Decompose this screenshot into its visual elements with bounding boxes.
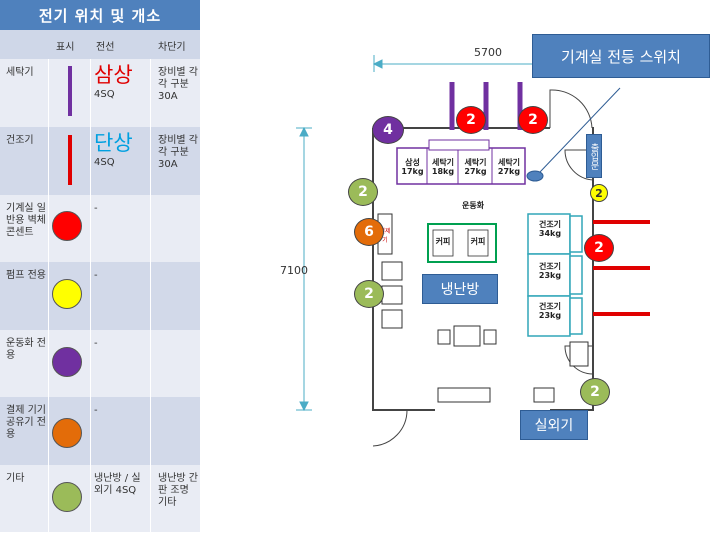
marker-green-2: 2 (348, 178, 378, 206)
marker-green-2: 2 (580, 378, 610, 406)
legend-label: 기계실 일반용 벽체 콘센트 (6, 203, 46, 238)
marker-purple-4: 4 (372, 116, 404, 144)
legend-table: 전기 위치 및 개소 표시 전선 차단기 세탁기 삼상 4SQ 장비별 각각 구… (0, 0, 200, 532)
table-item-label: 커피 (470, 237, 486, 246)
legend-row-washer: 세탁기 삼상 4SQ 장비별 각각 구분 30A (0, 59, 200, 127)
legend-label: 결제 기기 공유기 전용 (6, 405, 46, 440)
width-dimension: 5700 (474, 46, 502, 59)
bottom-benches (437, 387, 555, 403)
lounge-table (437, 325, 497, 347)
light-switch (526, 170, 544, 182)
machine-unit (569, 341, 589, 367)
marker-green-2: 2 (354, 280, 384, 308)
floor-plan-drawing (296, 55, 650, 447)
height-dimension-line (296, 126, 312, 412)
wire-phase: 단상 (94, 131, 133, 155)
legend-row-pump: 펌프 전용 - (0, 262, 200, 330)
light-switch-callout: 기계실 전등 스위치 (532, 34, 710, 78)
outdoor-unit-callout: 실외기 (520, 410, 588, 440)
legend-row-kiosk: 결제 기기 공유기 전용 - (0, 397, 200, 465)
dryer-column (527, 213, 583, 337)
legend-label: 기타 (6, 473, 25, 484)
wire-size: 4SQ (94, 157, 115, 168)
dryer-power-lines (593, 220, 650, 316)
wire-phase: 삼상 (94, 63, 133, 87)
wire-spec: - (94, 338, 98, 349)
orange-dot-marker (52, 418, 82, 448)
legend-label: 운동화 전용 (6, 338, 46, 361)
height-dimension: 7100 (280, 264, 308, 277)
breaker-spec: 장비별 각각 구분 30A (158, 135, 198, 170)
marker-red-2: 2 (456, 106, 486, 134)
legend-title: 전기 위치 및 개소 (0, 0, 200, 30)
yellow-dot-marker (52, 279, 82, 309)
marker-red-2: 2 (518, 106, 548, 134)
wire-size: 4SQ (94, 89, 115, 100)
wire-spec: - (94, 405, 98, 416)
legend-row-etc: 기타 냉난방 / 실외기 4SQ 냉난방 간판 조명 기타 (0, 465, 200, 532)
legend-label: 펌프 전용 (6, 270, 46, 281)
shoe-area-label: 운동화 (462, 201, 485, 210)
legend-label: 건조기 (6, 135, 34, 146)
breaker-spec: 냉난방 간판 조명 기타 (158, 473, 198, 508)
kiosk-label: 결제기 (379, 228, 391, 244)
purple-dot-marker (52, 347, 82, 377)
hvac-callout: 냉난방 (422, 274, 498, 304)
header-marker: 표시 (56, 42, 75, 53)
legend-label: 세탁기 (6, 67, 34, 78)
red-line-marker (68, 135, 72, 185)
header-wire: 전선 (96, 42, 115, 53)
legend-row-outlet: 기계실 일반용 벽체 콘센트 - (0, 195, 200, 262)
purple-line-marker (68, 66, 72, 116)
door-label: 출입문 (586, 134, 602, 178)
wire-spec: 냉난방 / 실외기 4SQ (94, 473, 141, 496)
table-item-label: 커피 (435, 237, 451, 246)
legend-row-shoe: 운동화 전용 - (0, 330, 200, 397)
legend-header: 표시 전선 차단기 (0, 30, 200, 59)
marker-orange-6: 6 (354, 218, 384, 246)
green-dot-marker (52, 482, 82, 512)
side-chairs (381, 261, 403, 329)
header-breaker: 차단기 (158, 42, 186, 53)
marker-yellow-2: 2 (590, 184, 608, 202)
wire-spec: - (94, 203, 98, 214)
washer-row (396, 139, 526, 185)
wire-spec: - (94, 270, 98, 281)
legend-row-dryer: 건조기 단상 4SQ 장비별 각각 구분 30A (0, 127, 200, 195)
marker-red-2: 2 (584, 234, 614, 262)
red-dot-marker (52, 211, 82, 241)
breaker-spec: 장비별 각각 구분 30A (158, 67, 198, 102)
